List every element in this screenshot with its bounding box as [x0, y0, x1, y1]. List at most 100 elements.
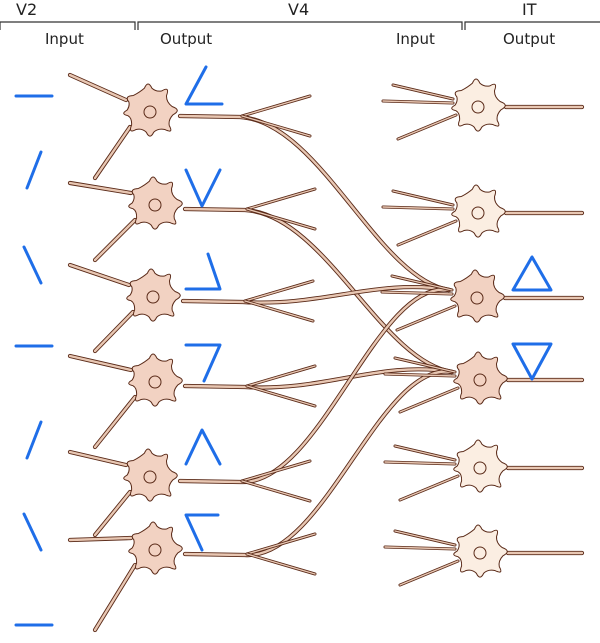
- it-stimulus-0: [511, 255, 553, 292]
- v4-neuron-5: [128, 521, 183, 575]
- v2-stimulus-1: [25, 150, 43, 190]
- it-neuron-5: [453, 524, 508, 578]
- it-output-label: Output: [503, 30, 556, 48]
- it-dendrite-4b: [384, 461, 456, 465]
- it-dendrite-5c: [399, 560, 459, 586]
- v4-axon-0: [178, 114, 451, 292]
- it-dendrite-5b: [384, 546, 456, 550]
- it-neuron-1: [451, 184, 506, 238]
- v4-neuron-1-nucleus: [148, 198, 162, 212]
- it-dendrite-3a: [394, 357, 456, 373]
- it-neuron-0-nucleus: [471, 100, 485, 114]
- v4-axon-0-edge: [177, 113, 452, 293]
- v4-axon-2: [181, 285, 451, 304]
- it-dendrite-2b: [381, 291, 453, 295]
- it-neuron-2: [450, 269, 505, 323]
- v4-axon-5: [183, 370, 454, 557]
- v4-stimulus-4: [184, 428, 222, 466]
- v2-stimulus-5: [22, 512, 43, 552]
- bracket-it: [464, 21, 600, 30]
- it-neuron-2-nucleus: [470, 291, 484, 305]
- v4-neuron-1-soma: [128, 176, 183, 230]
- v4-stimulus-0: [184, 65, 224, 106]
- v2-stimulus-2: [22, 245, 43, 285]
- area-label-it: IT: [522, 0, 537, 19]
- v4-axon-1: [183, 207, 454, 374]
- v2-fiber-2a: [68, 263, 131, 287]
- v4-neuron-1: [128, 176, 183, 230]
- v4-stimulus-3: [184, 343, 222, 383]
- v2-stimulus-4: [25, 420, 43, 460]
- v4-axon-4: [178, 288, 451, 484]
- bracket-v4: [137, 21, 463, 30]
- it-dendrite-3c: [399, 387, 459, 413]
- v4-neuron-5-soma: [128, 521, 183, 575]
- v4-branch-2a: [244, 280, 314, 302]
- v4-stimulus-5: [184, 513, 220, 552]
- v4-neuron-2: [126, 268, 181, 322]
- area-label-v2: V2: [16, 0, 38, 19]
- v2-fiber-3b: [93, 395, 137, 449]
- area-label-v4: V4: [288, 0, 310, 19]
- v2-fiber-1a: [68, 181, 133, 195]
- v4-neuron-4-soma: [123, 448, 178, 502]
- v4-input-label: Input: [396, 30, 435, 48]
- it-neuron-5-soma: [453, 524, 508, 578]
- it-neuron-0: [451, 78, 506, 132]
- v4-neuron-4-nucleus: [143, 470, 157, 484]
- v4-branch-0b: [241, 115, 311, 137]
- v2-fiber-0b: [93, 125, 132, 180]
- it-neuron-4-nucleus: [473, 461, 487, 475]
- bracket-v2: [0, 21, 136, 30]
- v2-fiber-2b: [93, 310, 135, 353]
- v2-input-label: Input: [45, 30, 84, 48]
- it-dendrite-5a: [394, 530, 456, 546]
- v2-fiber-5b: [93, 563, 137, 632]
- v4-output-label: Output: [160, 30, 213, 48]
- it-dendrite-0c: [397, 114, 457, 140]
- v2-fiber-1b: [93, 218, 137, 262]
- it-neuron-5-nucleus: [473, 546, 487, 560]
- v4-branch-3a: [246, 365, 316, 387]
- it-neuron-3-soma: [453, 351, 508, 405]
- v4-neuron-3-soma: [128, 353, 183, 407]
- v4-stimulus-1: [184, 168, 222, 208]
- v2-fiber-3a: [68, 354, 133, 372]
- v4-branch-4a: [241, 460, 311, 482]
- v4-neuron-3: [128, 353, 183, 407]
- it-dendrite-0a: [392, 84, 454, 100]
- v4-neuron-0-soma: [123, 83, 178, 137]
- v4-neuron-0-nucleus: [143, 105, 157, 119]
- it-neuron-1-soma: [451, 184, 506, 238]
- it-neuron-0-soma: [451, 78, 506, 132]
- v4-axon-2-edge: [180, 285, 452, 305]
- it-dendrite-1a: [392, 190, 454, 206]
- v4-branch-1a: [246, 188, 316, 210]
- it-dendrite-2c: [396, 305, 456, 331]
- it-neuron-1-nucleus: [471, 206, 485, 220]
- v4-stimulus-2: [184, 252, 222, 291]
- v4-neuron-4: [123, 448, 178, 502]
- v4-branch-2b: [244, 300, 314, 322]
- v4-branch-5b: [246, 553, 316, 575]
- v4-neuron-3-nucleus: [148, 375, 162, 389]
- it-dendrite-4a: [394, 445, 456, 461]
- it-neuron-3: [453, 351, 508, 405]
- v2-fiber-4b: [93, 490, 132, 537]
- it-dendrite-0b: [382, 100, 454, 104]
- v2-fiber-4a: [68, 450, 128, 467]
- v4-neuron-2-soma: [126, 268, 181, 322]
- v4-axon-1-edge: [182, 206, 455, 375]
- it-neuron-3-nucleus: [473, 373, 487, 387]
- v4-branch-3b: [246, 385, 316, 407]
- v4-branch-5a: [246, 533, 316, 555]
- v2-fiber-5a: [68, 536, 133, 542]
- it-neuron-2-soma: [450, 269, 505, 323]
- v4-branch-4b: [241, 480, 311, 502]
- it-dendrite-2a: [391, 275, 453, 291]
- v4-neuron-5-nucleus: [148, 543, 162, 557]
- it-neuron-4-soma: [453, 439, 508, 493]
- it-dendrite-3b: [384, 373, 456, 377]
